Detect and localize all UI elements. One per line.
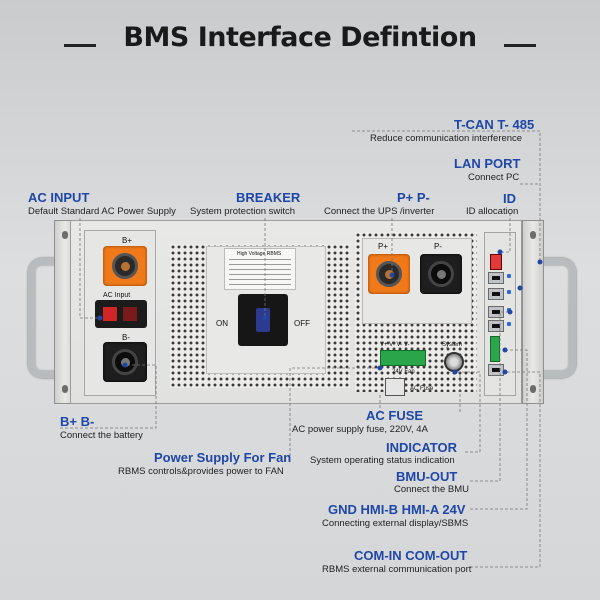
ac-fuse-mark: AC Fuse [410,386,434,392]
ac-input-socket[interactable] [95,300,147,328]
p-plus-connector[interactable] [368,254,410,294]
p-minus-mark: P- [434,242,442,251]
fan-desc: RBMS controls&provides power to FAN [118,466,284,477]
bpbn-label: B+ B- [60,414,95,429]
bpbn-desc: Connect the battery [60,430,143,441]
id-desc: ID allocation [466,206,519,217]
fan-label: Power Supply For Fan [154,450,292,465]
hmi-terminal[interactable] [490,336,500,362]
lan-desc: Connect PC [468,172,520,183]
fan-24v-mark: 24V Fan [392,369,415,375]
right-rack-handle [540,258,576,378]
lan-port[interactable] [488,272,504,284]
ac-input-desc: Default Standard AC Power Supply [28,206,176,217]
left-rack-handle [28,258,64,378]
ac-input-label: AC INPUT [28,190,90,205]
right-rack-ear [522,220,544,404]
ppn-label: P+ P- [397,190,430,205]
indicator-label: INDICATOR [386,440,458,455]
ac-fuse-holder[interactable] [385,378,405,396]
breaker-switch[interactable] [238,294,288,346]
ac-fuse-desc: AC power supply fuse, 220V, 4A [292,424,428,435]
tcan-label: T-CAN T- 485 [454,117,535,132]
b-minus-connector[interactable] [103,342,147,382]
breaker-off-mark: OFF [294,319,310,328]
id-dip-switch[interactable] [490,254,502,270]
title-bar-right [504,44,536,47]
hmi-label: GND HMI-B HMI-A 24V [328,502,466,517]
ac-input-mark: AC Input [103,292,131,299]
page-title: BMS Interface Defintion [123,22,477,53]
bmu-out-desc: Connect the BMU [394,484,469,495]
hmi-desc: Connecting external display/SBMS [322,518,469,529]
p-plus-mark: P+ [378,242,389,251]
breaker-on-mark: ON [216,319,228,328]
b-plus-mark: B+ [122,236,133,245]
p-minus-connector[interactable] [420,254,462,294]
indicator-desc: System operating status indication [310,455,455,466]
com-desc: RBMS external communication port [322,564,472,575]
title-bar-left [64,44,96,47]
com-label: COM-IN COM-OUT [354,548,468,563]
lan-label: LAN PORT [454,156,521,171]
tcan-port[interactable] [488,288,504,300]
breaker-label: BREAKER [236,190,301,205]
breaker-desc: System protection switch [190,206,296,217]
b-minus-mark: B- [122,333,130,342]
ppn-desc: Connect the UPS /inverter [324,206,435,217]
fan-term-marks: V+ V- V- V- [380,342,410,348]
tcan-desc: Reduce communication interference [370,133,523,144]
bmu-out-label: BMU-OUT [396,469,458,484]
id-label: ID [503,191,516,206]
b-plus-connector[interactable] [103,246,147,286]
ac-fuse-label: AC FUSE [366,408,424,423]
fan-terminal[interactable] [380,350,426,366]
system-mark: System [442,342,463,348]
spec-label: High Voltage RBMS [224,248,296,290]
